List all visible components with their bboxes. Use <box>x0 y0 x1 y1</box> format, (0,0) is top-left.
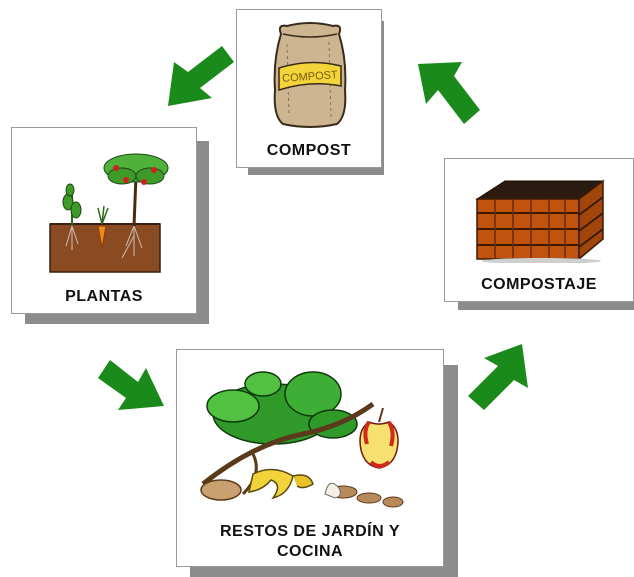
waste-card: RESTOS DE JARDÍN Y COCINA <box>176 349 458 577</box>
arrow-compost-to-plants <box>168 46 234 106</box>
composting-label: COMPOSTAJE <box>481 276 597 293</box>
compost-bag-icon: COMPOST <box>273 22 347 128</box>
compost-bag-text: COMPOST <box>282 69 339 85</box>
garden-kitchen-waste-icon <box>200 371 404 508</box>
plants-card: PLANTAS <box>11 127 211 325</box>
growing-plants-icon <box>49 153 169 273</box>
compost-label: COMPOST <box>266 142 352 159</box>
arrow-waste-to-composting <box>468 344 528 410</box>
plants-label: PLANTAS <box>65 288 143 305</box>
waste-label-line2: COCINA <box>276 543 344 560</box>
card-panel: RESTOS DE JARDÍN Y COCINA <box>176 349 444 567</box>
card-panel: PLANTAS <box>11 127 197 314</box>
arrow-composting-to-compost <box>418 62 480 124</box>
arrow-plants-to-waste <box>98 360 164 410</box>
compost-bin-icon <box>475 179 605 263</box>
card-panel: COMPOST COMPOST <box>236 9 382 168</box>
card-panel: COMPOSTAJE <box>444 158 634 302</box>
waste-label-line1: RESTOS DE JARDÍN Y <box>219 523 400 540</box>
composting-card: COMPOSTAJE <box>444 158 634 310</box>
compost-card: COMPOST COMPOST <box>236 9 386 177</box>
